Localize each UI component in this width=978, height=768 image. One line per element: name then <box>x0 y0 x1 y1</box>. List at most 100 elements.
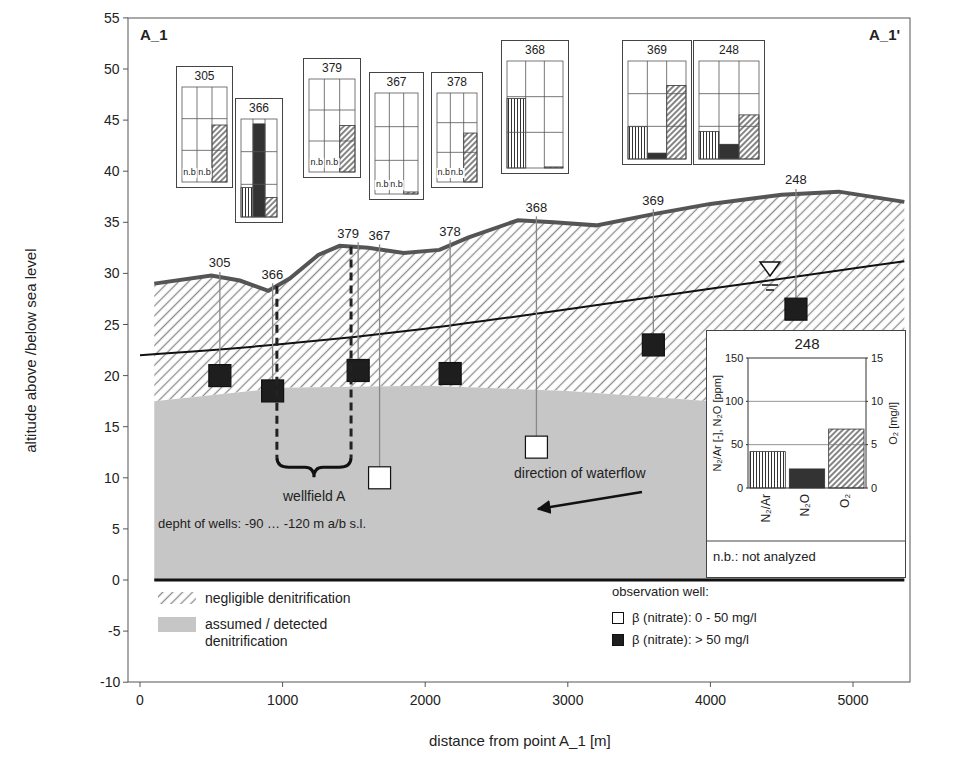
legend-swatch <box>158 592 196 604</box>
tick-label: 35 <box>104 214 120 230</box>
well-number: 305 <box>209 256 231 271</box>
axis-title: distance from point A_1 [m] <box>429 732 611 749</box>
note-text: n.b <box>325 158 340 168</box>
observation-well <box>525 436 547 458</box>
tick-label: 100 <box>725 395 743 408</box>
grid <box>265 119 266 217</box>
sample-chart-box: 366 <box>235 98 283 223</box>
grid <box>628 61 686 159</box>
wellfield-line <box>275 286 278 457</box>
observation-well <box>262 380 284 402</box>
well-line <box>358 242 359 359</box>
bar <box>241 188 253 217</box>
tick-label: 5 <box>871 438 877 451</box>
well-number: 366 <box>262 268 284 283</box>
legend-heading: observation well: <box>612 585 709 600</box>
tick <box>123 17 128 18</box>
observation-well <box>439 363 461 385</box>
grid <box>339 79 340 172</box>
well-number: 367 <box>370 76 423 90</box>
tick <box>123 273 128 274</box>
grid <box>375 93 418 194</box>
tick <box>866 444 868 445</box>
tick <box>123 631 128 632</box>
grid <box>437 122 477 123</box>
bar <box>829 429 864 488</box>
well-number: 368 <box>525 201 547 216</box>
tick-label: 2000 <box>410 692 441 708</box>
grid <box>647 61 648 159</box>
separator <box>707 541 905 542</box>
grid <box>699 61 759 159</box>
flow-arrow <box>538 492 642 509</box>
tick-label: 1000 <box>267 692 298 708</box>
plot-frame <box>128 18 910 682</box>
section-end-label: A_1' <box>869 26 900 43</box>
legend-inset-box: 248N₂/Ar [-], N₂O [ppm]O₂ [mg/l]n.b.: no… <box>706 330 906 578</box>
bar <box>507 98 526 168</box>
drawing-part <box>699 61 759 159</box>
grid <box>403 93 404 194</box>
sample-chart-box: 367n.bn.b <box>369 72 424 200</box>
well-number: 369 <box>623 44 691 58</box>
wellfield-label: wellfield A <box>283 488 345 504</box>
tick-label: 30 <box>104 265 120 281</box>
note-text: N₂/Ar [-], N₂O [ppm] <box>711 375 724 472</box>
tick <box>425 682 426 687</box>
well-number: 378 <box>432 76 482 90</box>
observation-well <box>369 467 391 489</box>
well-number: 379 <box>337 227 359 242</box>
grid <box>182 118 227 119</box>
tick <box>866 401 868 402</box>
tick-label: 0 <box>112 572 120 588</box>
tick <box>746 488 748 489</box>
legend-text: β (nitrate): 0 - 50 mg/l <box>632 611 757 626</box>
well-line <box>536 216 537 436</box>
grid <box>525 61 526 168</box>
tick-label: -5 <box>108 623 120 639</box>
grid <box>241 119 277 217</box>
tick <box>140 682 141 687</box>
note-text: O₂ [mg/l] <box>887 402 900 445</box>
grid <box>182 150 227 151</box>
bar <box>719 144 739 159</box>
tick <box>123 528 128 529</box>
bar <box>647 153 666 159</box>
grid <box>719 61 720 159</box>
tick <box>866 488 868 489</box>
bar <box>699 132 719 159</box>
note-text: depht of wells: -90 … -120 m a/b s.l. <box>158 517 366 532</box>
tick-label: 0 <box>737 482 743 495</box>
water-table-symbol <box>760 262 780 276</box>
grid <box>699 126 759 127</box>
bar <box>628 127 647 159</box>
grid <box>699 93 759 94</box>
inset-frame <box>748 358 866 488</box>
bar <box>253 124 265 217</box>
well-number: 368 <box>502 44 568 58</box>
note-text: n.b <box>182 168 197 178</box>
note-text: n.b <box>197 168 212 178</box>
well-number: 369 <box>642 194 664 209</box>
drawing-part <box>375 93 418 194</box>
grid <box>389 93 390 194</box>
water-table-symbol <box>762 285 778 290</box>
well-number: 367 <box>369 229 391 244</box>
tick-label: 10 <box>871 395 883 408</box>
tick-label: 55 <box>104 10 120 26</box>
tick-label: 5 <box>112 521 120 537</box>
tick <box>123 426 128 427</box>
sample-chart-box: 378n.bn.b <box>431 72 483 188</box>
drawing-part <box>437 93 477 182</box>
tick <box>282 682 283 687</box>
bar <box>265 197 277 217</box>
wellfield-line <box>350 247 353 458</box>
legend-text: negligible denitrification <box>205 590 351 606</box>
tick <box>123 580 128 581</box>
ground-surface <box>154 192 904 291</box>
flow-label: direction of waterflow <box>514 465 646 481</box>
well-line <box>379 244 380 466</box>
tick-label: -10 <box>100 674 120 690</box>
axis-title: altitude above /below sea level <box>22 248 39 452</box>
